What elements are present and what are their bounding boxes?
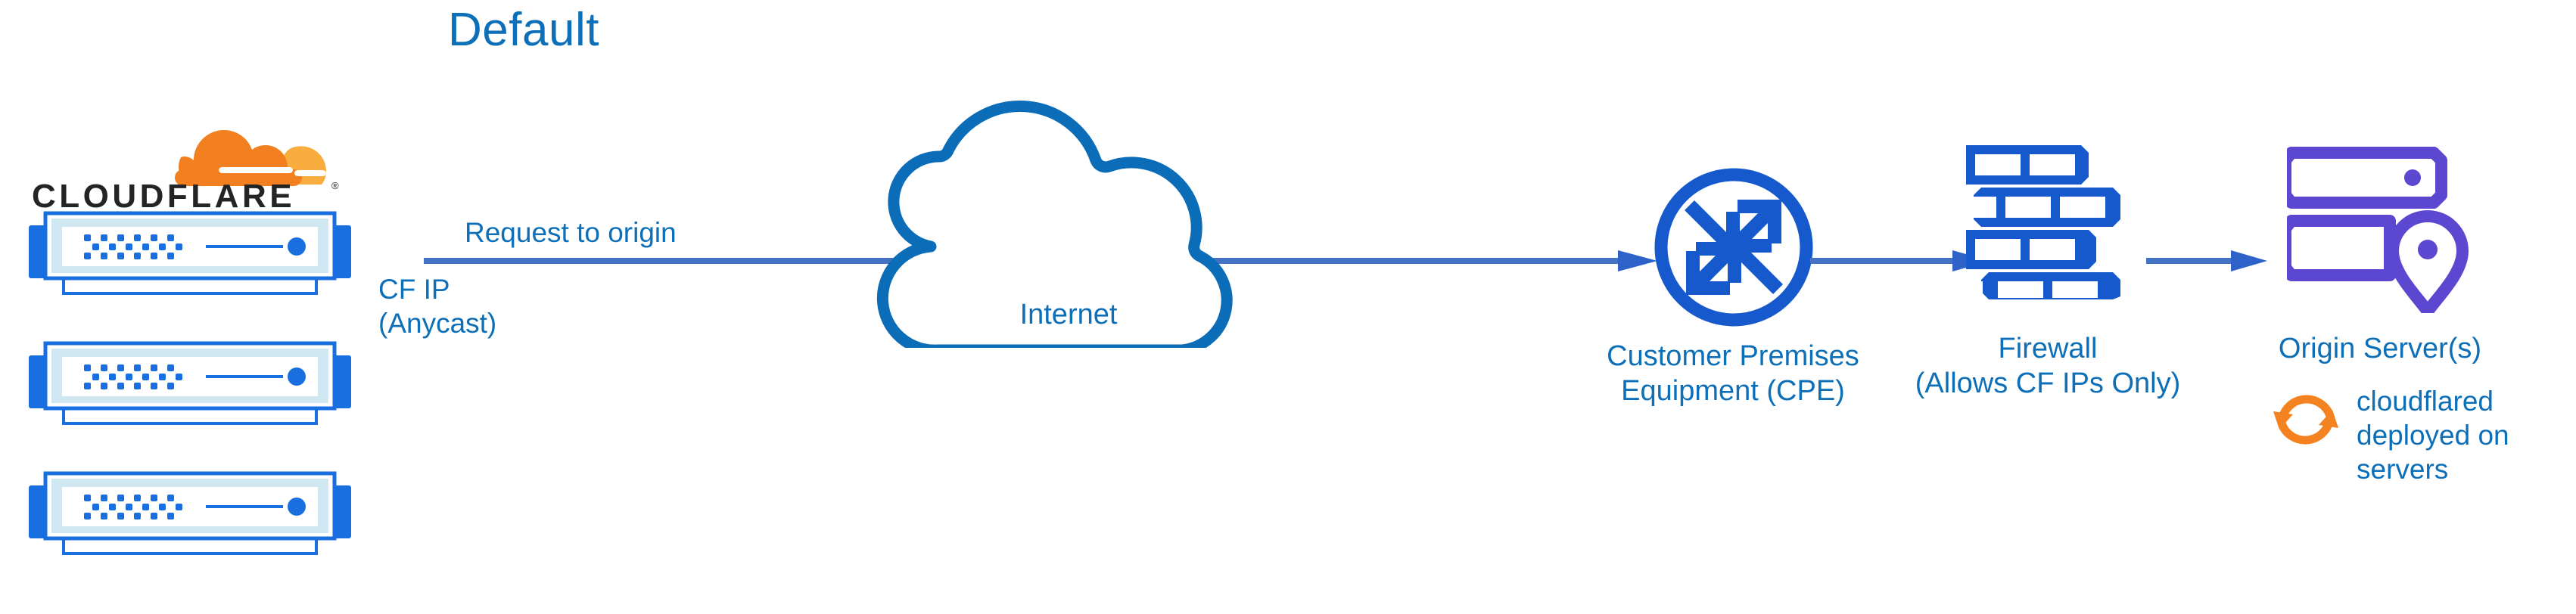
firewall-label: Firewall (Allows CF IPs Only) (1915, 333, 2181, 400)
edge-label-request-to-origin: Request to origin (465, 217, 677, 248)
sync-arrows-icon (2269, 383, 2343, 457)
edge-firewall-to-origin (2146, 238, 2267, 284)
edge-label-cf-ip: CF IP (Anycast) (378, 274, 497, 340)
router-four-arrows-icon (1651, 165, 1816, 330)
origin-server-label: Origin Server(s) (2278, 333, 2482, 364)
brick-wall-icon (1966, 142, 2128, 302)
server-location-pin-icon (2287, 144, 2476, 313)
edge-cpe-to-firewall (1810, 238, 1990, 284)
internet-label: Internet (1019, 299, 1118, 330)
page-title: Default (448, 4, 599, 56)
registered-mark: ® (331, 180, 339, 191)
cpe-label: Customer Premises Equipment (CPE) (1607, 340, 1859, 408)
cloudflared-note-label: cloudflared deployed on servers (2357, 386, 2509, 485)
server-rack-icon (27, 209, 353, 301)
server-rack-icon (27, 469, 353, 561)
server-rack-icon (27, 339, 353, 431)
cloudflare-wordmark: CLOUDFLARE (32, 178, 295, 210)
cloud-outline-icon (842, 98, 1296, 348)
cloudflare-logo: CLOUDFLARE ® (32, 100, 350, 210)
